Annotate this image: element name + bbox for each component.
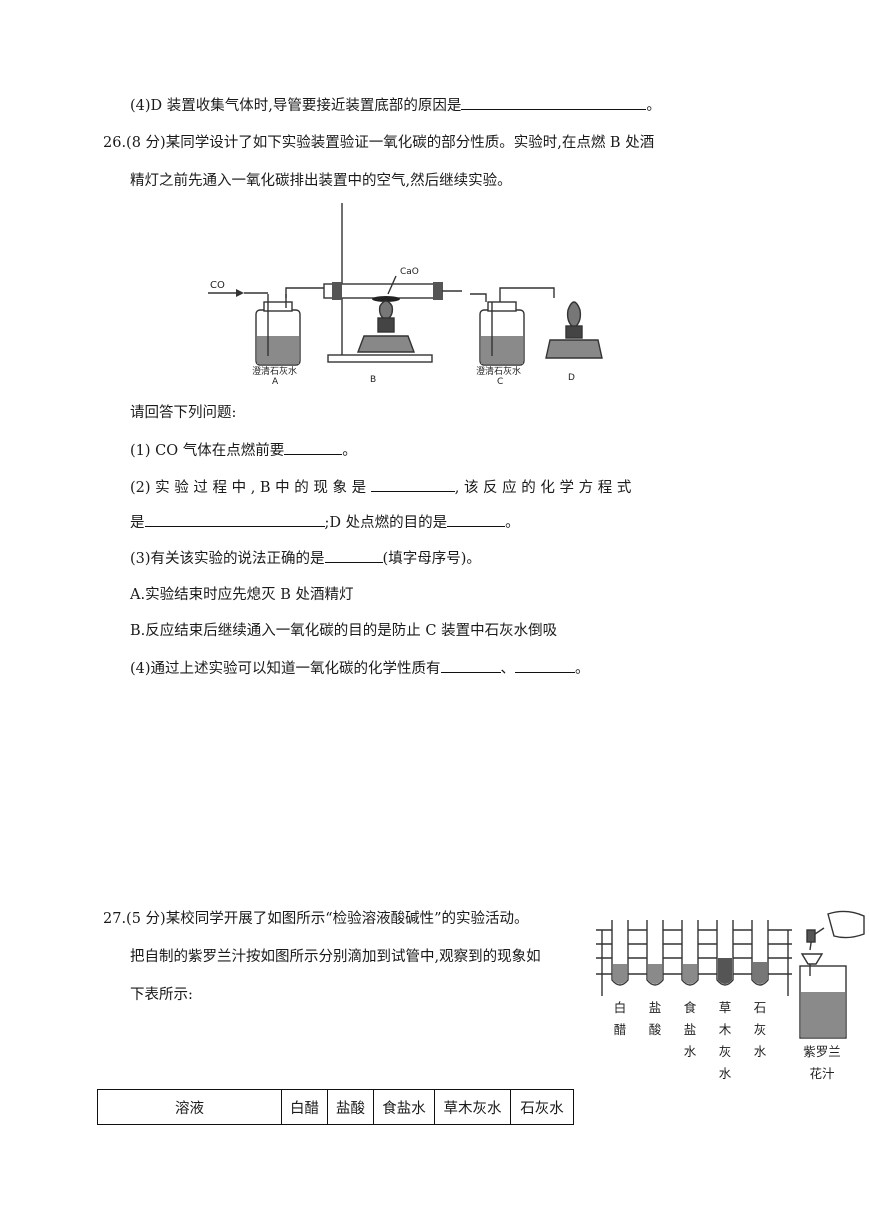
svg-text:CO: CO — [210, 280, 225, 291]
tube-label-3: 草木灰水 — [719, 1000, 732, 1081]
table-header-cell: 草木灰水 — [434, 1089, 511, 1125]
q27-stem-line1: 27.(5 分)某校同学开展了如图所示“检验溶液酸碱性”的实验活动。 — [103, 911, 529, 927]
table-header-cell: 溶液 — [97, 1089, 282, 1125]
q26-option-b: B.反应结束后继续通入一氧化碳的目的是防止 C 装置中石灰水倒吸 — [130, 623, 558, 639]
co-apparatus-figure: CO CaO 澄清石灰水 A B 澄清石灰水 C D — [208, 203, 603, 387]
q26-part3: (3)有关该实验的说法正确的是(填字母序号)。 — [130, 548, 481, 569]
q26-part2-line2: 是;D 处点燃的目的是。 — [130, 512, 520, 533]
q26-stem-line2: 精灯之前先通入一氧化碳排出装置中的空气,然后继续实验。 — [130, 173, 512, 189]
answer-blank[interactable] — [370, 477, 455, 492]
table-header-cell: 食盐水 — [373, 1089, 435, 1125]
table-header-cell: 盐酸 — [327, 1089, 374, 1125]
svg-text:B: B — [370, 375, 376, 385]
q26-stem-line1: 26.(8 分)某同学设计了如下实验装置验证一氧化碳的部分性质。实验时,在点燃 … — [103, 135, 655, 151]
answer-blank[interactable] — [144, 512, 325, 527]
test-tubes — [611, 920, 769, 986]
answer-blank[interactable] — [284, 440, 343, 455]
q25-part4: (4)D 装置收集气体时,导管要接近装置底部的原因是。 — [130, 95, 661, 116]
svg-text:A: A — [272, 377, 279, 387]
tube-label-4: 石灰水 — [754, 1000, 767, 1059]
answer-blank[interactable] — [447, 512, 506, 527]
tube-label-0: 白醋 — [614, 1000, 627, 1037]
answer-blank[interactable] — [515, 658, 576, 673]
solution-table: 溶液 白醋 盐酸 食盐水 草木灰水 石灰水 — [97, 1089, 574, 1125]
q26-prompt: 请回答下列问题: — [130, 405, 237, 421]
juice-label: 紫罗兰花汁 — [803, 1044, 841, 1081]
answer-blank[interactable] — [461, 95, 647, 110]
q26-option-a: A.实验结束时应先熄灭 B 处酒精灯 — [130, 587, 354, 603]
svg-text:澄清石灰水: 澄清石灰水 — [476, 365, 521, 377]
svg-text:CaO: CaO — [400, 267, 419, 277]
q27-stem-line3: 下表所示: — [130, 987, 193, 1003]
tube-label-2: 食盐水 — [684, 1000, 697, 1059]
svg-text:D: D — [568, 373, 575, 383]
q26-part2-line1: (2) 实 验 过 程 中 , B 中 的 现 象 是 , 该 反 应 的 化 … — [130, 477, 631, 498]
test-tube-rack-figure: 白醋 盐酸 食盐水 草木灰水 石灰水 紫罗兰花汁 — [596, 910, 865, 1081]
q26-part1: (1) CO 气体在点燃前要。 — [130, 440, 357, 461]
table-header-cell: 白醋 — [281, 1089, 328, 1125]
q27-stem-line2: 把自制的紫罗兰汁按如图所示分别滴加到试管中,观察到的现象如 — [130, 949, 541, 965]
table-row: 溶液 白醋 盐酸 食盐水 草木灰水 石灰水 — [97, 1089, 574, 1125]
tube-label-1: 盐酸 — [649, 1000, 662, 1037]
q26-part4: (4)通过上述实验可以知道一氧化碳的化学性质有、。 — [130, 658, 590, 679]
table-header-cell: 石灰水 — [510, 1089, 574, 1125]
svg-text:澄清石灰水: 澄清石灰水 — [252, 365, 297, 377]
answer-blank[interactable] — [440, 658, 501, 673]
answer-blank[interactable] — [324, 548, 383, 563]
svg-text:C: C — [497, 377, 503, 387]
